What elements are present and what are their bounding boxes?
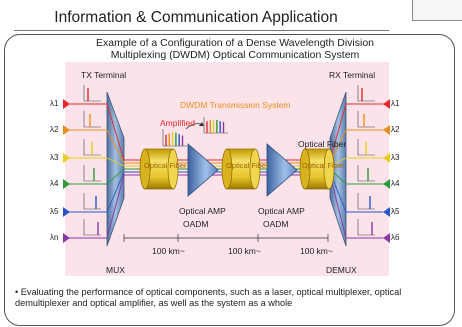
page-title: Information & Communication Application	[54, 9, 338, 26]
tx-wavelength-label: λ2	[50, 125, 59, 134]
distance-1-label: 100 km~	[152, 246, 185, 256]
rx-wavelength-label: λ1	[391, 99, 400, 108]
rx-wavelength-label: λ2	[391, 125, 400, 134]
oadm-2-label: OADM	[263, 219, 289, 229]
tx-wavelength-label: λn	[50, 233, 59, 242]
header-divider	[14, 30, 389, 31]
amplified-spectrum	[162, 129, 187, 147]
amplified-label: Amplified	[160, 118, 195, 128]
tx-mux-line	[106, 174, 125, 239]
spectrum-axis	[357, 111, 375, 128]
spectrum-axis	[83, 85, 101, 102]
demux-block	[329, 91, 347, 247]
rx-demux-line	[329, 174, 347, 239]
spectrum-axis	[83, 139, 101, 156]
demux-label: DEMUX	[326, 265, 357, 275]
rx-spectra	[357, 85, 375, 236]
amp-1	[187, 143, 219, 197]
detector-icon	[383, 153, 390, 163]
detector-icon	[383, 179, 390, 189]
evaluation-note: • Evaluating the performance of optical …	[15, 287, 402, 309]
rx-detector-icons	[383, 99, 390, 243]
spectrum-axis	[357, 85, 375, 102]
spectrum-axis	[357, 219, 375, 236]
spectrum-axis	[83, 193, 101, 210]
rx-lines	[329, 103, 383, 239]
tx-lines	[69, 103, 125, 239]
rx-terminal-label: RX Terminal	[329, 70, 376, 80]
tx-spectra	[83, 85, 101, 236]
fiber-3-label: Optical Fiber	[302, 161, 345, 170]
laser-icon	[63, 125, 70, 135]
tx-mux-line	[106, 129, 125, 164]
rx-wavelength-label: λ4	[391, 179, 400, 188]
optical-fiber-label: Optical Fiber	[298, 139, 347, 149]
tx-terminal-label: TX Terminal	[81, 70, 127, 80]
tx-mux-line	[106, 103, 125, 161]
detector-icon	[383, 207, 390, 217]
tx-wavelength-label: λ1	[50, 99, 59, 108]
mux-label: MUX	[106, 265, 125, 275]
tx-laser-icons	[63, 99, 70, 243]
distance-2-label: 100 km~	[228, 246, 261, 256]
distance-scale	[123, 234, 329, 242]
laser-icon	[63, 99, 70, 109]
laser-icon	[63, 179, 70, 189]
tx-wavelength-label: λ4	[50, 179, 59, 188]
tx-mux-line	[106, 168, 125, 185]
spectrum-axis	[357, 139, 375, 156]
diagram-title: Example of a Configuration of a Dense Wa…	[25, 37, 445, 61]
oadm-1-label: OADM	[183, 219, 209, 229]
detector-icon	[383, 99, 390, 109]
laser-icon	[63, 233, 70, 243]
system-label: DWDM Transmission System	[180, 100, 291, 110]
fiber-1-label: Optical Fiber	[144, 161, 187, 170]
tx-mux-line	[106, 157, 125, 167]
spectrum-axis	[357, 165, 375, 182]
mux-block	[106, 91, 125, 247]
spectrum-axis	[83, 219, 101, 236]
tx-mux-line	[106, 171, 125, 213]
distance-3-label: 100 km~	[300, 246, 333, 256]
diagram-title-line1: Example of a Configuration of a Dense Wa…	[95, 37, 374, 49]
rx-wavelength-label: λ6	[391, 233, 400, 242]
amp-1-label: Optical AMP	[179, 206, 226, 216]
laser-icon	[63, 153, 70, 163]
laser-icon	[63, 207, 70, 217]
spectrum-axis	[357, 193, 375, 210]
rx-wavelength-label: λ3	[391, 153, 400, 162]
fiber-1	[139, 148, 179, 190]
diagram-title-line2: Multiplexing (DWDM) Optical Communicatio…	[110, 49, 360, 61]
fiber-2-label: Optical Fiber	[226, 161, 269, 170]
rx-demux-line	[329, 103, 347, 161]
spectrum-axis	[83, 111, 101, 128]
tx-wavelength-label: λ3	[50, 153, 59, 162]
tx-wavelength-label: λ5	[50, 207, 59, 216]
amp-2	[266, 143, 298, 197]
rx-wavelength-label: λ5	[391, 207, 400, 216]
fiber-2	[221, 148, 261, 190]
amp-2-label: Optical AMP	[258, 206, 305, 216]
fiber-3	[299, 148, 335, 190]
detector-icon	[383, 233, 390, 243]
amplified-spectrum-2	[203, 117, 228, 134]
side-tab	[412, 0, 462, 21]
detector-icon	[383, 125, 390, 135]
spectrum-axis	[83, 165, 101, 182]
